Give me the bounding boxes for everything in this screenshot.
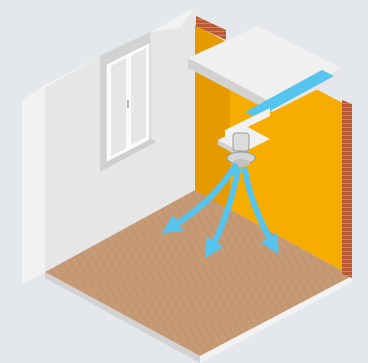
window-pane-right (131, 48, 146, 145)
window-pane-left (111, 58, 126, 156)
brick-edge-right (342, 100, 352, 278)
diffuser-neck (233, 133, 249, 151)
